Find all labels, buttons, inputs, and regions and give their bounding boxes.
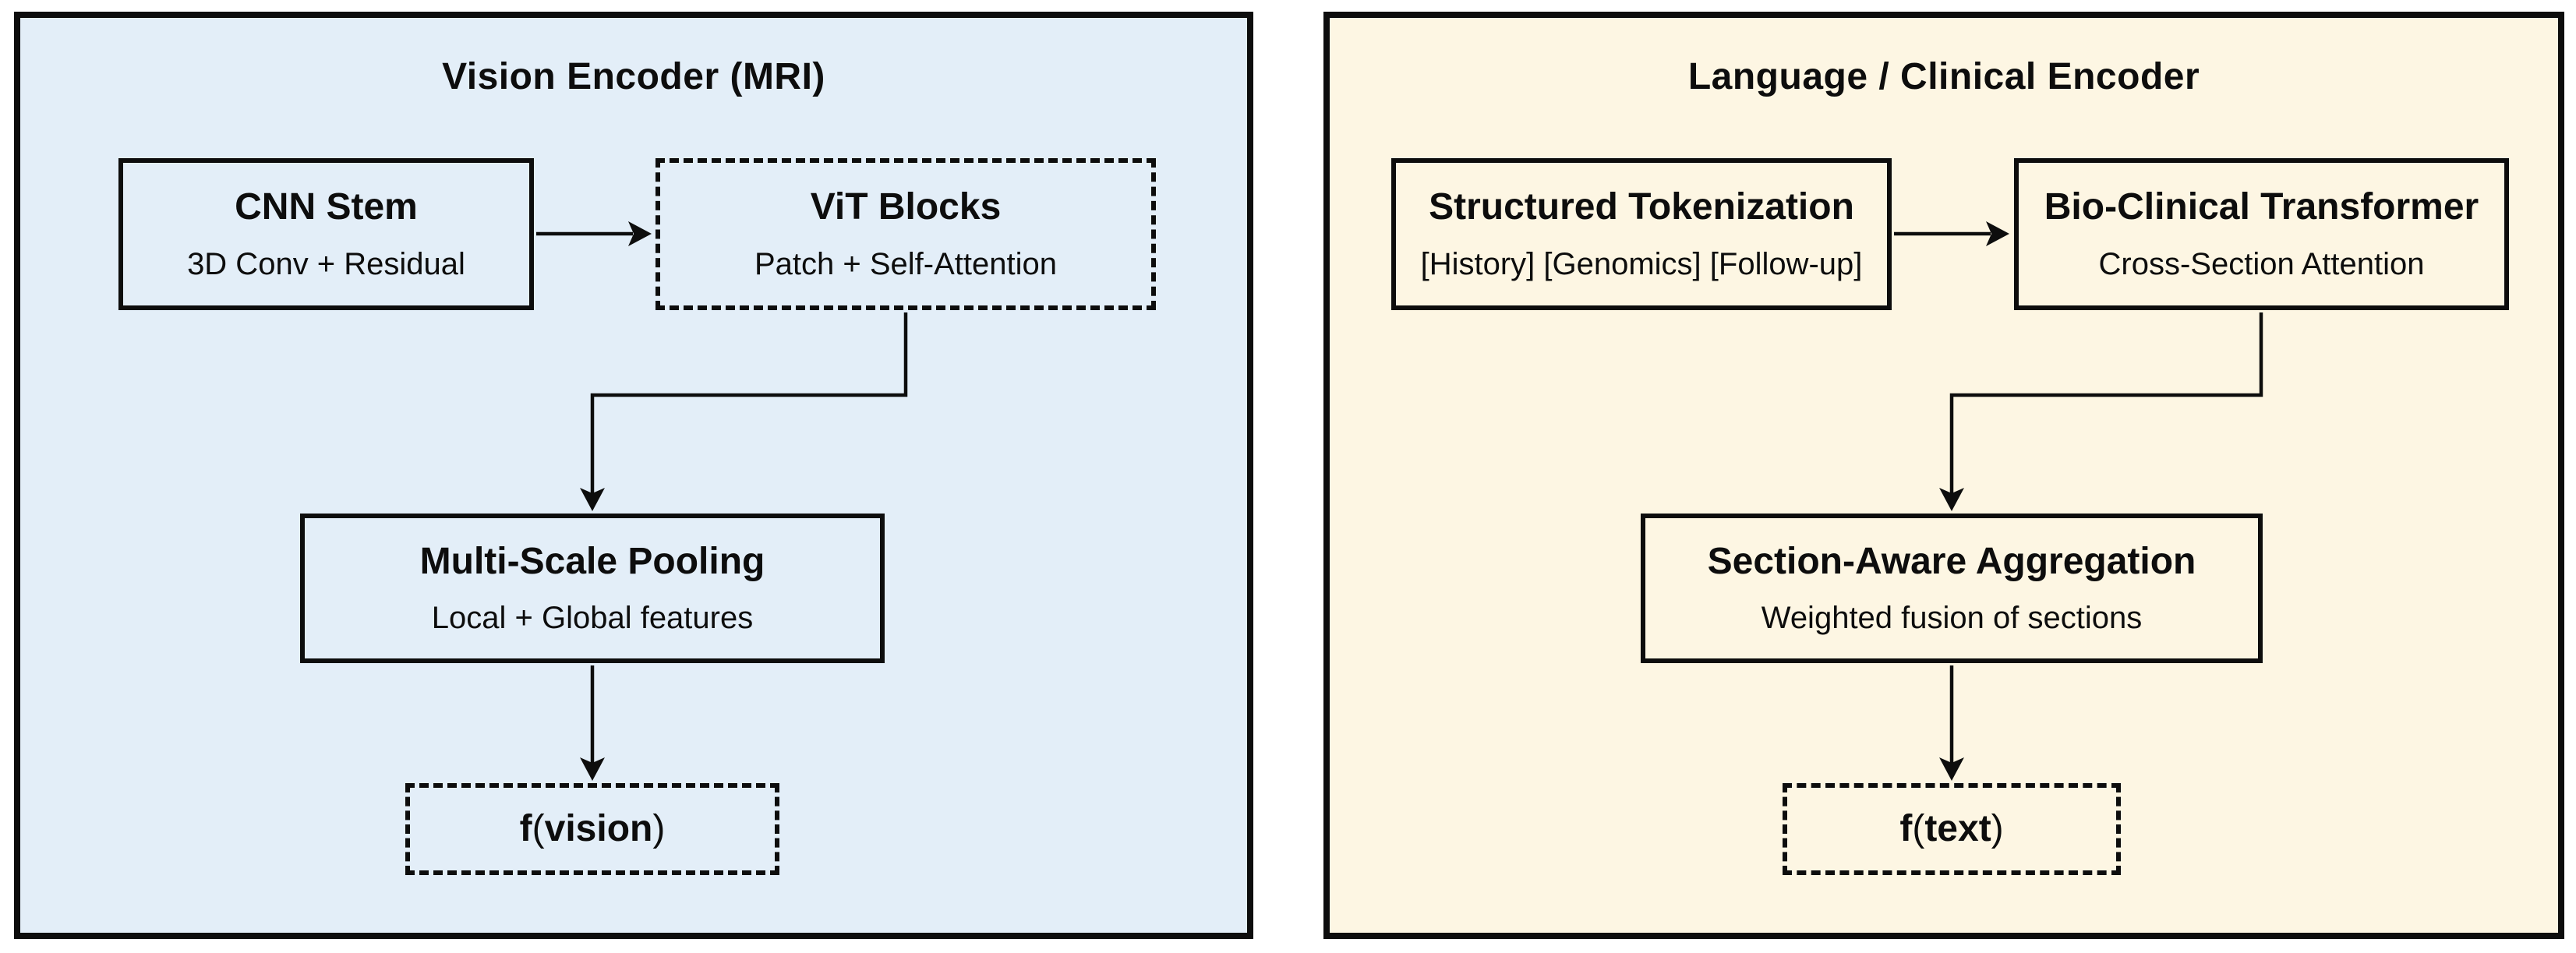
f-text-func: f <box>1899 807 1913 849</box>
multi-scale-pooling-title: Multi-Scale Pooling <box>419 540 765 582</box>
multi-scale-pooling-subtitle: Local + Global features <box>431 601 754 636</box>
vit-blocks-box: ViT Blocks Patch + Self-Attention <box>655 158 1156 310</box>
cnn-stem-subtitle: 3D Conv + Residual <box>187 246 465 281</box>
bio-clinical-transformer-title: Bio-Clinical Transformer <box>2044 186 2479 228</box>
f-vision-arg: vision <box>544 807 653 849</box>
f-text-label: f(text) <box>1899 807 2004 849</box>
vision-panel-title: Vision Encoder (MRI) <box>442 56 825 97</box>
vit-blocks-subtitle: Patch + Self-Attention <box>754 246 1057 281</box>
section-aware-aggregation-title: Section-Aware Aggregation <box>1707 540 2196 582</box>
section-aware-aggregation-box: Section-Aware Aggregation Weighted fusio… <box>1641 514 2263 663</box>
structured-tokenization-subtitle: [History] [Genomics] [Follow-up] <box>1420 246 1863 281</box>
f-vision-func: f <box>519 807 532 849</box>
section-aware-aggregation-subtitle: Weighted fusion of sections <box>1761 601 2143 636</box>
language-panel-title: Language / Clinical Encoder <box>1687 56 2200 97</box>
f-text-close-paren: ) <box>1991 807 2004 849</box>
f-text-open-paren: ( <box>1912 807 1925 849</box>
f-text-arg: text <box>1924 807 1991 849</box>
cnn-stem-title: CNN Stem <box>235 186 418 228</box>
f-vision-open-paren: ( <box>532 807 545 849</box>
cnn-stem-box: CNN Stem 3D Conv + Residual <box>118 158 534 310</box>
structured-tokenization-box: Structured Tokenization [History] [Genom… <box>1391 158 1892 310</box>
language-clinical-encoder-panel: Language / Clinical Encoder Structured T… <box>1323 12 2564 939</box>
vit-blocks-title: ViT Blocks <box>810 186 1002 228</box>
f-vision-label: f(vision) <box>519 807 666 849</box>
multi-scale-pooling-box: Multi-Scale Pooling Local + Global featu… <box>300 514 885 663</box>
f-vision-output-box: f(vision) <box>405 783 779 875</box>
bio-clinical-transformer-subtitle: Cross-Section Attention <box>2098 246 2425 281</box>
f-vision-close-paren: ) <box>652 807 666 849</box>
f-text-output-box: f(text) <box>1783 783 2121 875</box>
structured-tokenization-title: Structured Tokenization <box>1429 186 1854 228</box>
bio-clinical-transformer-box: Bio-Clinical Transformer Cross-Section A… <box>2014 158 2509 310</box>
vision-encoder-panel: Vision Encoder (MRI) CNN Stem 3D Conv + … <box>14 12 1253 939</box>
